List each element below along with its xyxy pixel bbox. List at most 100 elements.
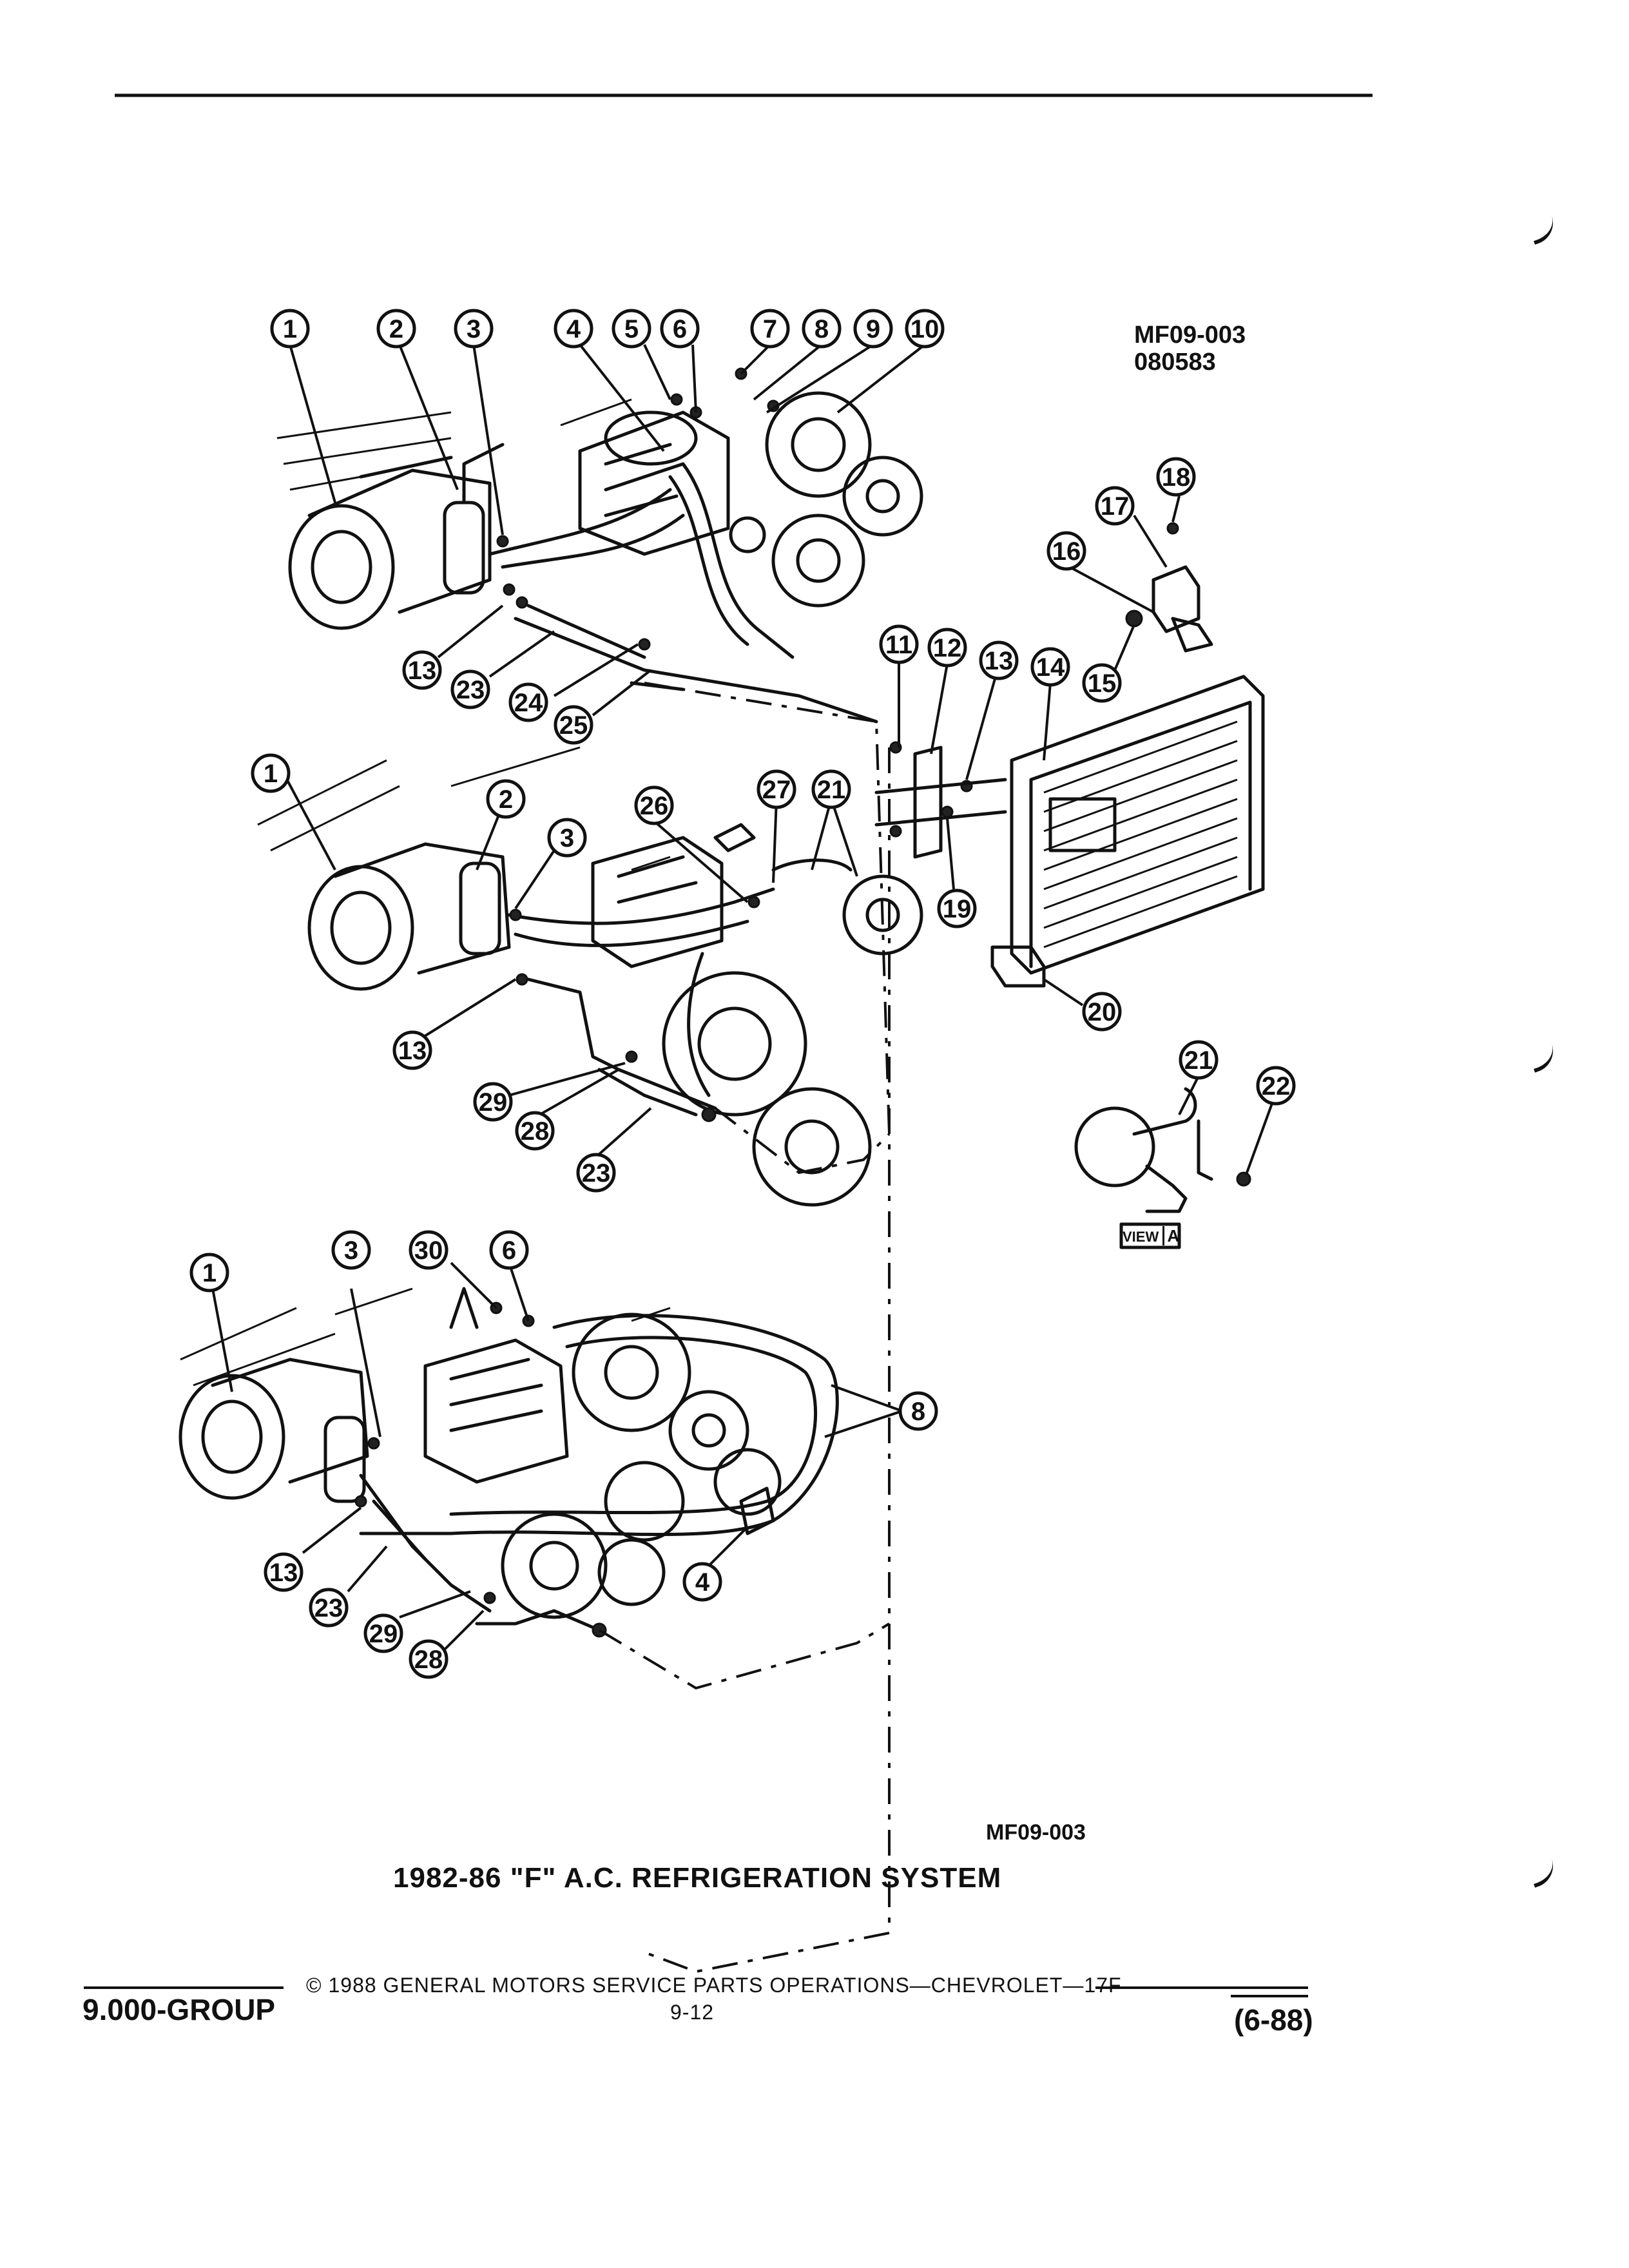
svg-text:23: 23 bbox=[314, 1594, 343, 1622]
svg-text:21: 21 bbox=[1184, 1046, 1213, 1075]
callout-4-top: 4 bbox=[554, 309, 593, 349]
view-a-label: VIEW A bbox=[1123, 1226, 1180, 1246]
svg-text:6: 6 bbox=[673, 315, 687, 343]
svg-text:3: 3 bbox=[467, 315, 481, 343]
figure-code-top: MF09-003 bbox=[1134, 322, 1246, 349]
view-letter: A bbox=[1162, 1226, 1180, 1245]
callout-25-top: 25 bbox=[554, 705, 593, 745]
svg-text:6: 6 bbox=[502, 1236, 516, 1265]
callout-4-bot: 4 bbox=[682, 1562, 722, 1602]
callout-23-mid: 23 bbox=[576, 1153, 616, 1193]
callout-1-mid: 1 bbox=[251, 753, 291, 793]
svg-text:29: 29 bbox=[479, 1088, 508, 1117]
callout-1-bot: 1 bbox=[189, 1253, 229, 1293]
callout-14: 14 bbox=[1030, 647, 1070, 687]
callout-6-bot: 6 bbox=[489, 1230, 529, 1270]
svg-text:7: 7 bbox=[763, 315, 777, 343]
svg-text:8: 8 bbox=[815, 315, 829, 343]
callout-15: 15 bbox=[1082, 663, 1122, 703]
callout-6-top: 6 bbox=[660, 309, 700, 349]
svg-text:13: 13 bbox=[408, 657, 437, 685]
svg-text:20: 20 bbox=[1088, 998, 1117, 1026]
condenser-assembly bbox=[644, 495, 1265, 1974]
callout-8-top: 8 bbox=[802, 309, 842, 349]
svg-text:19: 19 bbox=[943, 895, 972, 923]
svg-text:23: 23 bbox=[456, 676, 485, 704]
callout-5-top: 5 bbox=[612, 309, 651, 349]
svg-text:16: 16 bbox=[1052, 537, 1081, 566]
figure-code-bottom: MF09-003 bbox=[986, 1820, 1086, 1845]
svg-text:25: 25 bbox=[559, 711, 588, 740]
callout-2-mid: 2 bbox=[486, 779, 526, 819]
callout-26-mid: 26 bbox=[634, 785, 674, 825]
callout-23-top: 23 bbox=[450, 669, 490, 709]
svg-text:29: 29 bbox=[369, 1620, 398, 1648]
svg-text:24: 24 bbox=[514, 689, 543, 717]
callout-21-mid: 21 bbox=[811, 769, 851, 809]
svg-text:14: 14 bbox=[1036, 653, 1065, 682]
svg-text:1: 1 bbox=[264, 760, 278, 788]
footer-group: 9.000-GROUP bbox=[82, 1993, 276, 2026]
svg-text:9: 9 bbox=[866, 315, 880, 343]
svg-text:13: 13 bbox=[985, 647, 1014, 675]
svg-text:8: 8 bbox=[911, 1398, 925, 1426]
callout-27-mid: 27 bbox=[757, 769, 796, 809]
callout-2-top: 2 bbox=[376, 309, 416, 349]
callout-1-top: 1 bbox=[270, 309, 310, 349]
svg-text:27: 27 bbox=[762, 776, 791, 804]
callout-22-view: 22 bbox=[1256, 1066, 1296, 1106]
svg-text:26: 26 bbox=[640, 792, 669, 820]
callout-13-top: 13 bbox=[402, 650, 442, 690]
callout-3-mid: 3 bbox=[547, 818, 587, 858]
callout-20: 20 bbox=[1082, 992, 1122, 1032]
svg-text:3: 3 bbox=[344, 1236, 358, 1265]
svg-text:28: 28 bbox=[414, 1646, 443, 1674]
callout-17: 17 bbox=[1095, 486, 1135, 526]
svg-text:4: 4 bbox=[566, 315, 581, 343]
callout-3-bot: 3 bbox=[331, 1230, 371, 1270]
callout-29-bot: 29 bbox=[363, 1613, 403, 1653]
footer-page-number: 9-12 bbox=[670, 2001, 715, 2024]
svg-text:28: 28 bbox=[521, 1117, 550, 1146]
callout-9-top: 9 bbox=[853, 309, 893, 349]
svg-text:17: 17 bbox=[1101, 492, 1130, 521]
callout-23-bot: 23 bbox=[309, 1588, 349, 1628]
callout-10-top: 10 bbox=[905, 309, 945, 349]
callout-12: 12 bbox=[927, 628, 967, 668]
svg-text:1: 1 bbox=[202, 1259, 217, 1287]
callout-3-top: 3 bbox=[454, 309, 494, 349]
svg-text:10: 10 bbox=[911, 315, 940, 343]
svg-text:4: 4 bbox=[695, 1568, 710, 1597]
svg-text:23: 23 bbox=[582, 1159, 611, 1187]
callout-11: 11 bbox=[879, 624, 919, 664]
bottom-assembly bbox=[178, 1262, 903, 1690]
callout-8-bot: 8 bbox=[898, 1391, 938, 1431]
callout-13-cond: 13 bbox=[979, 640, 1019, 680]
callout-28-bot: 28 bbox=[409, 1639, 448, 1679]
callout-18: 18 bbox=[1156, 457, 1196, 497]
callout-group: 1 2 3 4 5 6 7 8 9 10 13 23 24 25 1 2 3 2… bbox=[189, 309, 1296, 1679]
callout-29-mid: 29 bbox=[473, 1082, 513, 1122]
svg-text:15: 15 bbox=[1088, 669, 1117, 698]
footer-revision: (6-88) bbox=[1234, 2003, 1313, 2037]
middle-assembly bbox=[257, 746, 923, 1207]
svg-text:21: 21 bbox=[817, 776, 846, 804]
svg-text:18: 18 bbox=[1162, 463, 1191, 492]
footer-copyright: © 1988 GENERAL MOTORS SERVICE PARTS OPER… bbox=[306, 1974, 1122, 1997]
top-assembly bbox=[276, 343, 926, 1135]
view-a-detail bbox=[1074, 1075, 1274, 1249]
callout-21-view: 21 bbox=[1179, 1040, 1219, 1080]
figure-title: 1982-86 "F" A.C. REFRIGERATION SYSTEM bbox=[393, 1862, 1002, 1894]
callout-24-top: 24 bbox=[508, 682, 548, 722]
svg-text:22: 22 bbox=[1262, 1072, 1291, 1100]
callout-13-bot: 13 bbox=[264, 1552, 304, 1592]
callout-19: 19 bbox=[937, 889, 977, 928]
svg-text:13: 13 bbox=[269, 1559, 298, 1587]
figure-code-date: 080583 bbox=[1134, 349, 1216, 376]
svg-text:2: 2 bbox=[499, 785, 513, 814]
svg-text:13: 13 bbox=[398, 1037, 427, 1065]
callout-7-top: 7 bbox=[750, 309, 790, 349]
svg-text:1: 1 bbox=[283, 315, 297, 343]
svg-text:5: 5 bbox=[624, 315, 639, 343]
